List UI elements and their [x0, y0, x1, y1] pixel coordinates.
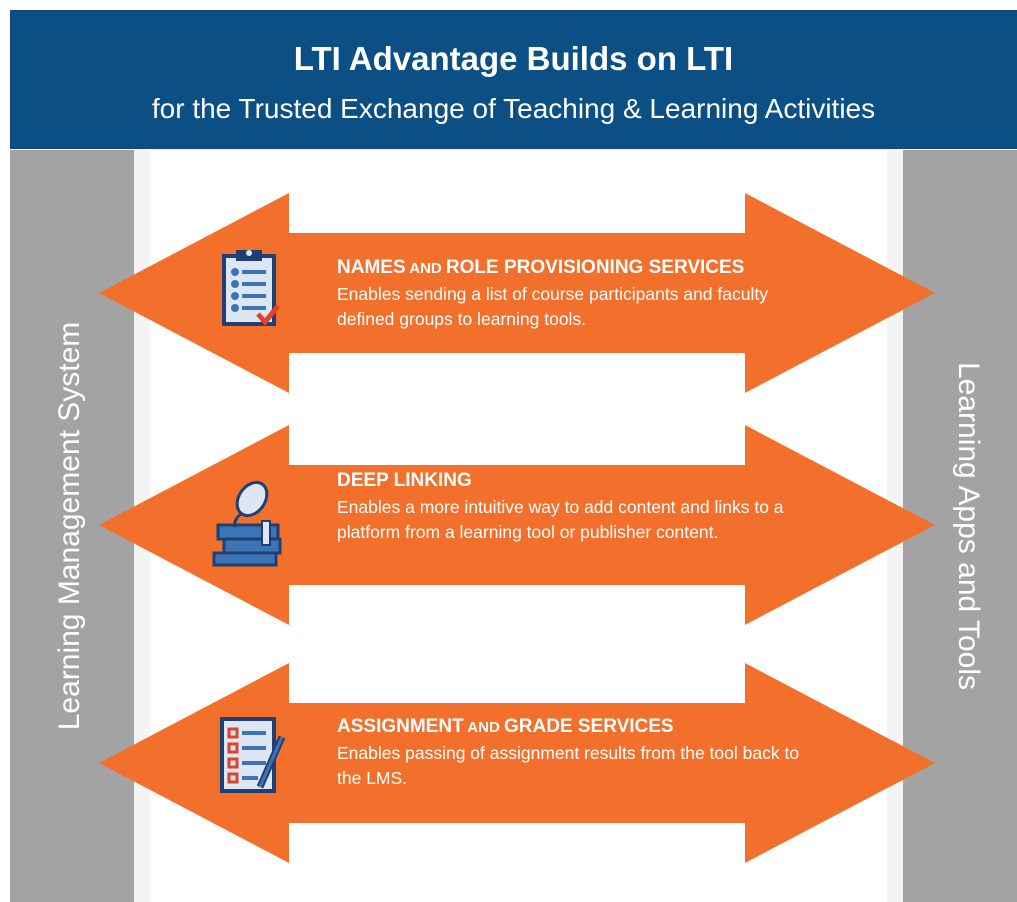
service-description: Enables sending a list of course partici…: [337, 284, 768, 329]
left-side-label: Learning Management System: [45, 150, 95, 902]
arrow-assignment-grade: ASSIGNMENT AND GRADE SERVICES Enables pa…: [99, 663, 935, 863]
service-text: ASSIGNMENT AND GRADE SERVICES Enables pa…: [337, 716, 817, 791]
top-margin: [0, 0, 1017, 10]
arrow-names-roles: NAMES AND ROLE PROVISIONING SERVICES Ena…: [99, 193, 935, 393]
checklist-pencil-icon: [212, 717, 292, 797]
service-text: DEEP LINKING Enables a more intuitive wa…: [337, 470, 817, 545]
clipboard-roster-icon: [212, 250, 292, 330]
books-mouse-icon: [212, 477, 292, 567]
service-heading: ASSIGNMENT AND GRADE SERVICES: [337, 716, 674, 737]
double-arrow-shape: [99, 425, 935, 625]
page-subtitle: for the Trusted Exchange of Teaching & L…: [151, 93, 876, 124]
double-arrow-shape: [99, 193, 935, 393]
service-text: NAMES AND ROLE PROVISIONING SERVICES Ena…: [337, 257, 817, 332]
lms-label: Learning Management System: [53, 321, 86, 731]
service-description: Enables a more intuitive way to add cont…: [337, 497, 784, 542]
service-description: Enables passing of assignment results fr…: [337, 743, 800, 788]
page-title: LTI Advantage Builds on LTI: [293, 40, 734, 77]
header-banner: LTI Advantage Builds on LTI for the Trus…: [10, 10, 1017, 149]
apps-tools-label: Learning Apps and Tools: [952, 361, 985, 691]
right-side-label: Learning Apps and Tools: [943, 150, 993, 902]
left-margin: [0, 0, 10, 902]
service-heading: DEEP LINKING: [337, 470, 472, 491]
double-arrow-shape: [99, 663, 935, 863]
service-heading: NAMES AND ROLE PROVISIONING SERVICES: [337, 257, 745, 278]
arrow-deep-linking: DEEP LINKING Enables a more intuitive wa…: [99, 425, 935, 625]
